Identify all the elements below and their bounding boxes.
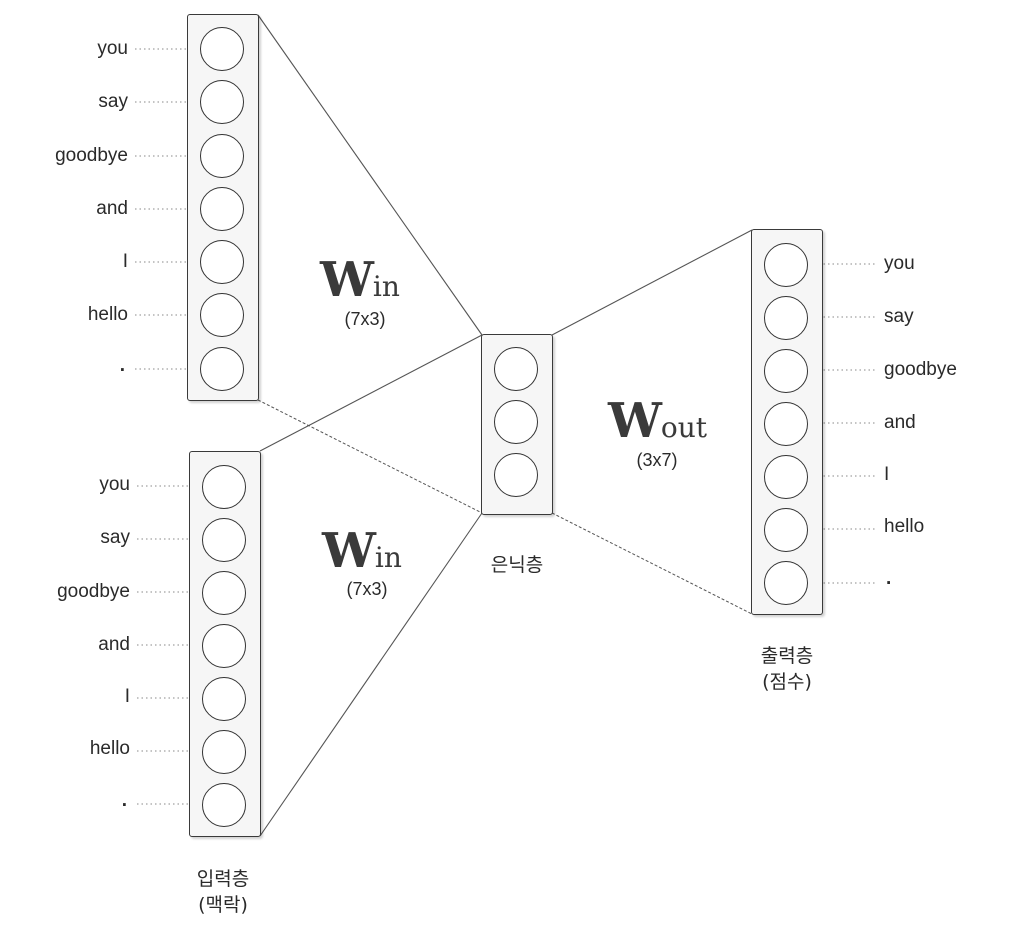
- input-top-neuron-3: [200, 134, 244, 178]
- input-top-word-5: I: [122, 251, 128, 272]
- weight-w-in-top-dims: (7x3): [344, 309, 386, 329]
- weight-w-in-top-subscript: in: [372, 270, 400, 303]
- input-top-neuron-4: [200, 187, 244, 231]
- leaders-output: [810, 263, 875, 584]
- weight-w-in-bottom-symbol: W: [322, 523, 376, 579]
- input-top-neuron-5: [200, 240, 244, 284]
- input-layer-caption-line1: 입력층: [196, 868, 250, 890]
- input-bottom-neuron-5: [202, 677, 246, 721]
- output-word-7: .: [886, 568, 892, 589]
- weight-w-out-subscript: out: [660, 411, 708, 444]
- input-top-neuron-6: [200, 293, 244, 337]
- input-bottom-neuron-6: [202, 730, 246, 774]
- output-layer-caption-line1: 출력층: [760, 645, 814, 667]
- input-bottom-word-6: hello: [89, 738, 130, 759]
- output-word-5: I: [884, 464, 890, 485]
- input-top-neuron-2: [200, 80, 244, 124]
- input-bottom-word-2: say: [100, 527, 130, 548]
- input-top-word-1: you: [97, 38, 128, 59]
- input-bottom-neuron-1: [202, 465, 246, 509]
- hidden-layer: [481, 334, 553, 515]
- connector-top-input-lower: [257, 399, 483, 514]
- input-bottom-word-1: you: [99, 474, 130, 495]
- weight-w-in-bottom: Win: [322, 523, 402, 579]
- output-word-4: and: [884, 412, 916, 433]
- weight-w-in-bottom-dims: (7x3): [346, 579, 388, 599]
- output-word-3: goodbye: [884, 359, 957, 380]
- input-bottom-word-7: .: [121, 790, 127, 811]
- input-top-neuron-7: [200, 347, 244, 391]
- input-top-neuron-1: [200, 27, 244, 71]
- input-bottom-neuron-4: [202, 624, 246, 668]
- hidden-neuron-2: [494, 400, 538, 444]
- connector-output-lower: [551, 512, 753, 615]
- hidden-neuron-3: [494, 453, 538, 497]
- connector-bottom-input-lower: [259, 512, 483, 837]
- input-bottom-word-4: and: [98, 634, 130, 655]
- connector-top-input-upper: [257, 14, 483, 336]
- output-word-6: hello: [884, 516, 925, 537]
- input-top-word-6: hello: [87, 304, 128, 325]
- output-word-1: you: [884, 253, 915, 274]
- weight-w-in-top-symbol: W: [320, 252, 374, 308]
- weight-w-out: Wout: [608, 393, 707, 449]
- output-neuron-1: [764, 243, 808, 287]
- weight-w-in-bottom-subscript: in: [374, 541, 402, 574]
- input-bottom-neuron-7: [202, 783, 246, 827]
- weight-w-out-dims: (3x7): [636, 450, 678, 470]
- connector-output-upper: [551, 229, 753, 336]
- output-neuron-4: [764, 402, 808, 446]
- input-bottom-neuron-3: [202, 571, 246, 615]
- input-bottom-word-3: goodbye: [57, 581, 130, 602]
- output-layer: [751, 229, 823, 615]
- output-neuron-5: [764, 455, 808, 499]
- input-layer-caption-line2: (맥락): [198, 894, 248, 916]
- weight-w-out-symbol: W: [608, 393, 662, 449]
- leaders-bottom-input: [137, 485, 200, 805]
- output-word-2: say: [884, 306, 914, 327]
- input-top-word-7: .: [119, 355, 125, 376]
- input-top-word-3: goodbye: [55, 145, 128, 166]
- leaders-top-input: [135, 48, 198, 370]
- output-neuron-6: [764, 508, 808, 552]
- output-neuron-2: [764, 296, 808, 340]
- weight-w-in-top: Win: [320, 252, 400, 308]
- hidden-neuron-1: [494, 347, 538, 391]
- input-top-word-2: say: [98, 91, 128, 112]
- input-bottom-word-5: I: [124, 686, 130, 707]
- hidden-layer-caption: 은닉층: [490, 554, 544, 576]
- input-top-word-4: and: [96, 198, 128, 219]
- output-layer-caption-line2: (점수): [762, 671, 812, 693]
- connector-bottom-input-upper: [259, 334, 483, 452]
- input-layer-top: [187, 14, 259, 401]
- input-bottom-neuron-2: [202, 518, 246, 562]
- output-neuron-3: [764, 349, 808, 393]
- output-neuron-7: [764, 561, 808, 605]
- input-layer-bottom: [189, 451, 261, 837]
